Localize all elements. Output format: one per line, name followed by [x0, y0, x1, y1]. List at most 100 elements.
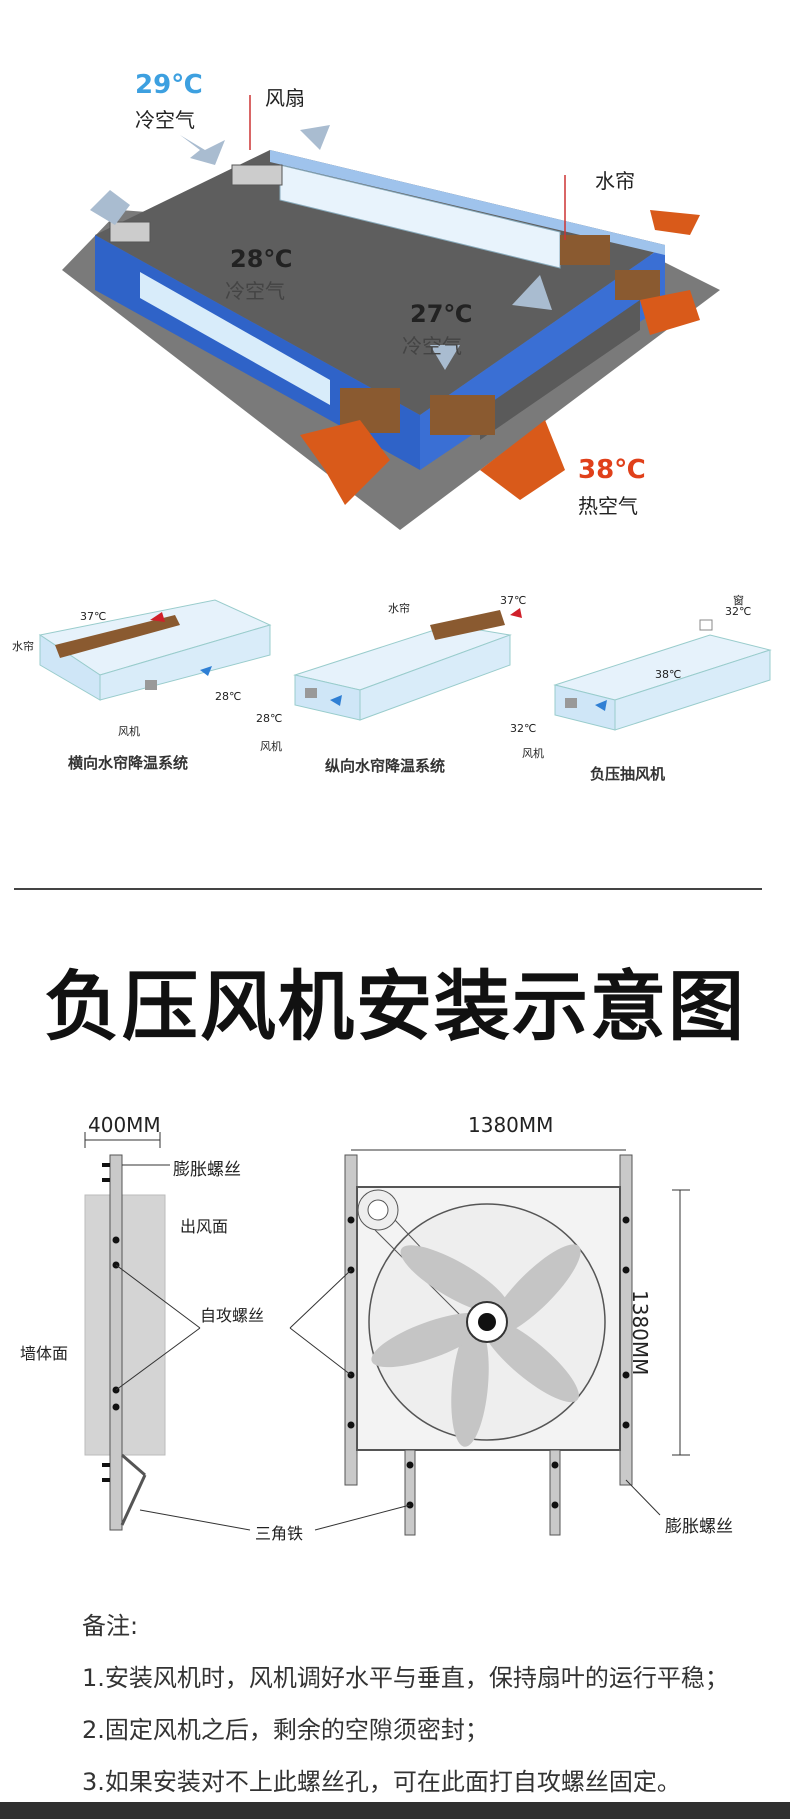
cool-arrow-3	[300, 125, 330, 150]
sys1-cool-arrow	[200, 666, 212, 676]
hot-arrow-4	[650, 210, 700, 235]
bolt	[622, 1421, 630, 1429]
sys3-side	[614, 649, 771, 731]
curtain-pad-1	[560, 235, 610, 265]
temp-28-label: 冷空气	[225, 279, 285, 303]
sys3-window	[699, 619, 713, 631]
note-item: 1.安装风机时，风机调好水平与垂直，保持扇叶的运行平稳；	[82, 1664, 729, 1692]
sys3-window-label: 窗	[733, 594, 744, 607]
wall-label: 墙体面	[20, 1344, 69, 1363]
cool-arrow-2	[90, 190, 130, 225]
fan-blade	[451, 1323, 489, 1447]
angle-iron-side-2	[120, 1474, 147, 1526]
sys1-cool-label: 28℃	[215, 690, 242, 703]
angle-iron-leader-2	[314, 1504, 411, 1531]
sys3-name: 负压抽风机	[590, 765, 666, 783]
notes-heading: 备注:	[82, 1612, 139, 1640]
cool-arrow-1	[180, 135, 225, 165]
bolt	[112, 1236, 120, 1244]
back-windows	[279, 164, 561, 269]
section-divider	[14, 888, 762, 890]
fan-hub-center	[478, 1313, 496, 1331]
sys2-cool-label: 28℃	[256, 712, 283, 725]
expansion-bolt-2-label: 膨胀螺丝	[665, 1517, 733, 1537]
sys3-mid-temp: 38℃	[655, 668, 682, 681]
depth-dimension: 400MM	[88, 1113, 161, 1137]
angle-iron-leader-1	[139, 1509, 251, 1531]
sys2-cool-arrow	[330, 695, 342, 706]
fan-bank-2	[109, 221, 151, 243]
bolt	[551, 1461, 559, 1469]
temp-38: 38℃	[578, 455, 646, 485]
cool-arrow-5	[430, 345, 460, 370]
temp-29-label: 冷空气	[135, 108, 195, 132]
sys2-fan-label: 风机	[260, 740, 282, 753]
fan-blade	[371, 1312, 489, 1368]
sys2-curtain	[430, 610, 505, 640]
sys1-hot-label: 37℃	[80, 610, 107, 623]
sys3-window-temp: 32℃	[725, 605, 752, 618]
bottom-bar	[0, 1802, 790, 1819]
side-frame	[109, 1154, 123, 1531]
right-wall-door	[480, 300, 640, 440]
bolt	[347, 1216, 355, 1224]
hot-arrow-3	[640, 290, 700, 335]
sys2-hot-arrow	[510, 608, 522, 618]
height-dimension: 1380MM	[628, 1290, 652, 1376]
expansion-bolt-2-leader	[625, 1479, 661, 1516]
greenhouse-illustration	[62, 95, 720, 530]
note-item: 3.如果安装对不上此螺丝孔，可在此面打自攻螺丝固定。	[82, 1768, 681, 1796]
sys3-cool-label: 32℃	[510, 722, 537, 735]
self-tap-leader-3	[289, 1269, 352, 1329]
front-leg-right	[549, 1449, 561, 1536]
sys1-name: 横向水帘降温系统	[68, 754, 189, 772]
install-diagram	[84, 1132, 690, 1536]
sys2-name: 纵向水帘降温系统	[325, 757, 446, 775]
width-dimension: 1380MM	[468, 1113, 554, 1137]
self-tap-leader-4	[289, 1327, 352, 1376]
bolt	[112, 1403, 120, 1411]
page-title: 负压风机安装示意图	[44, 962, 746, 1051]
hot-arrow-2	[480, 420, 565, 500]
sys1-curtain-label: 水帘	[12, 640, 34, 653]
front-left-post	[344, 1154, 358, 1486]
systems-illustration	[38, 599, 772, 731]
bolt	[406, 1461, 414, 1469]
temp-38-label: 热空气	[578, 494, 638, 518]
sys2-hot-label: 37℃	[500, 594, 527, 607]
fan-blade	[481, 1317, 579, 1403]
bolt	[551, 1501, 559, 1509]
sys3-fan-label: 风机	[522, 747, 544, 760]
sys1-fan	[145, 680, 157, 690]
fan-label: 风扇	[265, 86, 305, 110]
bolt	[622, 1371, 630, 1379]
self-tap-leader-2	[115, 1327, 201, 1391]
front-leg-left	[404, 1449, 416, 1536]
curtain-label: 水帘	[595, 169, 635, 193]
temp-28: 28℃	[230, 245, 293, 273]
self-tapping-label: 自攻螺丝	[200, 1306, 265, 1325]
fan-blade	[489, 1244, 581, 1336]
temp-29: 29℃	[135, 70, 203, 100]
bolt	[622, 1266, 630, 1274]
curtain-pad-4	[430, 395, 495, 435]
outlet-label: 出风面	[180, 1217, 229, 1236]
left-windows	[140, 272, 330, 405]
sys3-fan	[565, 698, 577, 708]
note-item: 2.固定风机之后，剩余的空隙须密封；	[82, 1716, 489, 1744]
sys2-curtain-label: 水帘	[388, 602, 410, 615]
sys3-cool-arrow	[595, 700, 607, 711]
wall-panel	[84, 1194, 166, 1456]
temp-27-label: 冷空气	[402, 334, 462, 358]
motor-pulley-inner	[367, 1199, 389, 1221]
curtain-pad-2	[615, 270, 660, 300]
sys1-fan-label: 风机	[118, 725, 140, 738]
fan-bank-1	[231, 164, 283, 186]
bolt	[347, 1421, 355, 1429]
sys2-fan	[305, 688, 317, 698]
cool-arrow-4	[512, 275, 552, 310]
notes: 备注: 1.安装风机时，风机调好水平与垂直，保持扇叶的运行平稳； 2.固定风机之…	[82, 1600, 729, 1808]
self-tap-leader-1	[115, 1264, 201, 1329]
expansion-bolt-label: 膨胀螺丝	[173, 1160, 241, 1180]
sys1-hot-arrow	[150, 612, 165, 622]
